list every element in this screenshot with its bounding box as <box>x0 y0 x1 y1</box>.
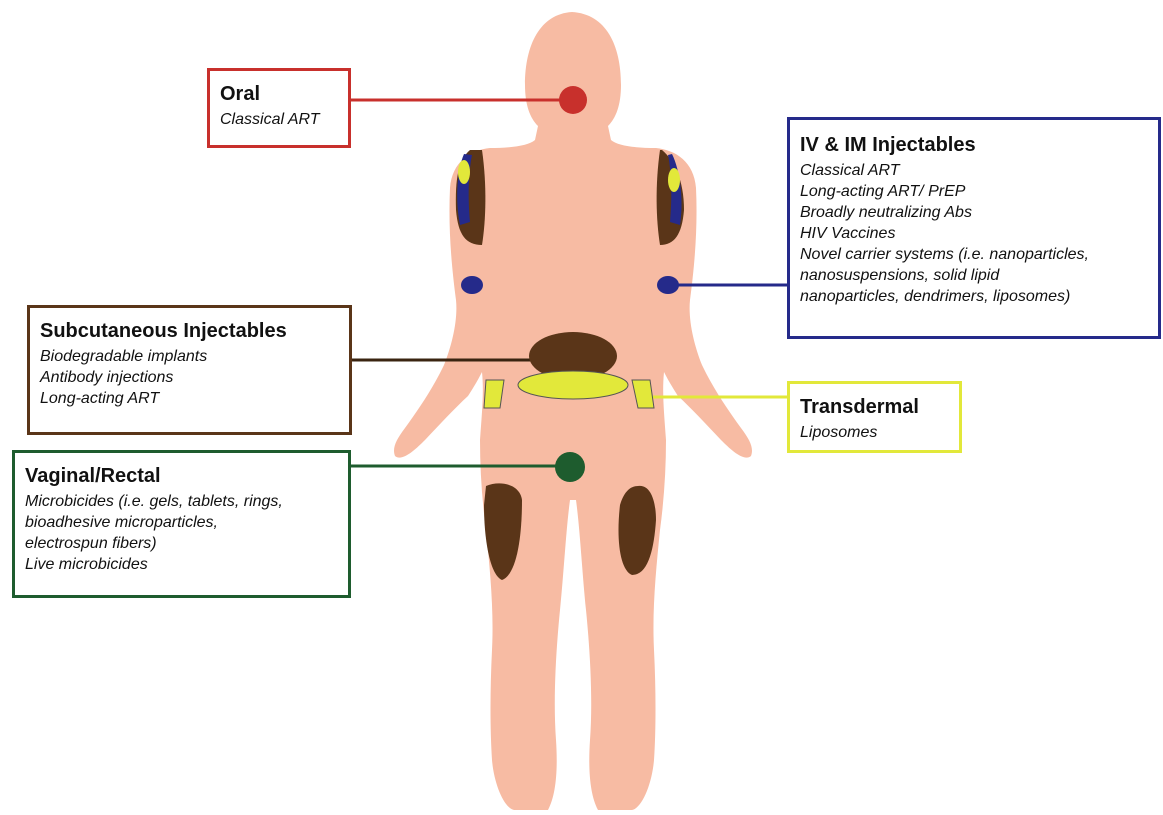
oral-items: Classical ART <box>220 109 338 130</box>
subcutaneous-item: Antibody injections <box>40 367 339 388</box>
vaginal-rectal-callout: Vaginal/Rectal Microbicides (i.e. gels, … <box>12 450 351 598</box>
oral-callout: Oral Classical ART <box>207 68 351 148</box>
transdermal-title: Transdermal <box>800 394 949 420</box>
vaginal-rectal-item: Live microbicides <box>25 554 338 575</box>
iv-im-item: HIV Vaccines <box>800 223 1148 244</box>
iv-im-item: nanosuspensions, solid lipid <box>800 265 1148 286</box>
lower-abdomen-transdermal-site <box>518 371 628 399</box>
subcutaneous-callout: Subcutaneous Injectables Biodegradable i… <box>27 305 352 435</box>
iv-im-item: Long-acting ART/ PrEP <box>800 181 1148 202</box>
vaginal-rectal-item: Microbicides (i.e. gels, tablets, rings, <box>25 491 338 512</box>
left-hip-transdermal-site <box>484 380 504 408</box>
left-arm-injection-site <box>461 276 483 294</box>
human-silhouette <box>394 12 752 810</box>
transdermal-callout: Transdermal Liposomes <box>787 381 962 453</box>
body-outline <box>394 12 752 810</box>
iv-im-item: nanoparticles, dendrimers, liposomes) <box>800 286 1148 307</box>
subcutaneous-title: Subcutaneous Injectables <box>40 318 339 344</box>
vaginal-rectal-site <box>555 452 585 482</box>
subcutaneous-item: Long-acting ART <box>40 388 339 409</box>
iv-im-item: Novel carrier systems (i.e. nanoparticle… <box>800 244 1148 265</box>
subcutaneous-item: Biodegradable implants <box>40 346 339 367</box>
vaginal-rectal-item: electrospun fibers) <box>25 533 338 554</box>
iv-im-item: Broadly neutralizing Abs <box>800 202 1148 223</box>
transdermal-items: Liposomes <box>800 422 949 443</box>
iv-im-item: Classical ART <box>800 160 1148 181</box>
vaginal-rectal-title: Vaginal/Rectal <box>25 463 338 489</box>
oral-site <box>559 86 587 114</box>
iv-im-title: IV & IM Injectables <box>800 132 1148 158</box>
right-arm-injection-site <box>657 276 679 294</box>
iv-im-callout: IV & IM Injectables Classical ART Long-a… <box>787 117 1161 339</box>
subcutaneous-items: Biodegradable implants Antibody injectio… <box>40 346 339 409</box>
oral-item: Classical ART <box>220 109 338 130</box>
vaginal-rectal-items: Microbicides (i.e. gels, tablets, rings,… <box>25 491 338 575</box>
vaginal-rectal-item: bioadhesive microparticles, <box>25 512 338 533</box>
iv-im-items: Classical ART Long-acting ART/ PrEP Broa… <box>800 160 1148 307</box>
transdermal-item: Liposomes <box>800 422 949 443</box>
oral-title: Oral <box>220 81 338 107</box>
